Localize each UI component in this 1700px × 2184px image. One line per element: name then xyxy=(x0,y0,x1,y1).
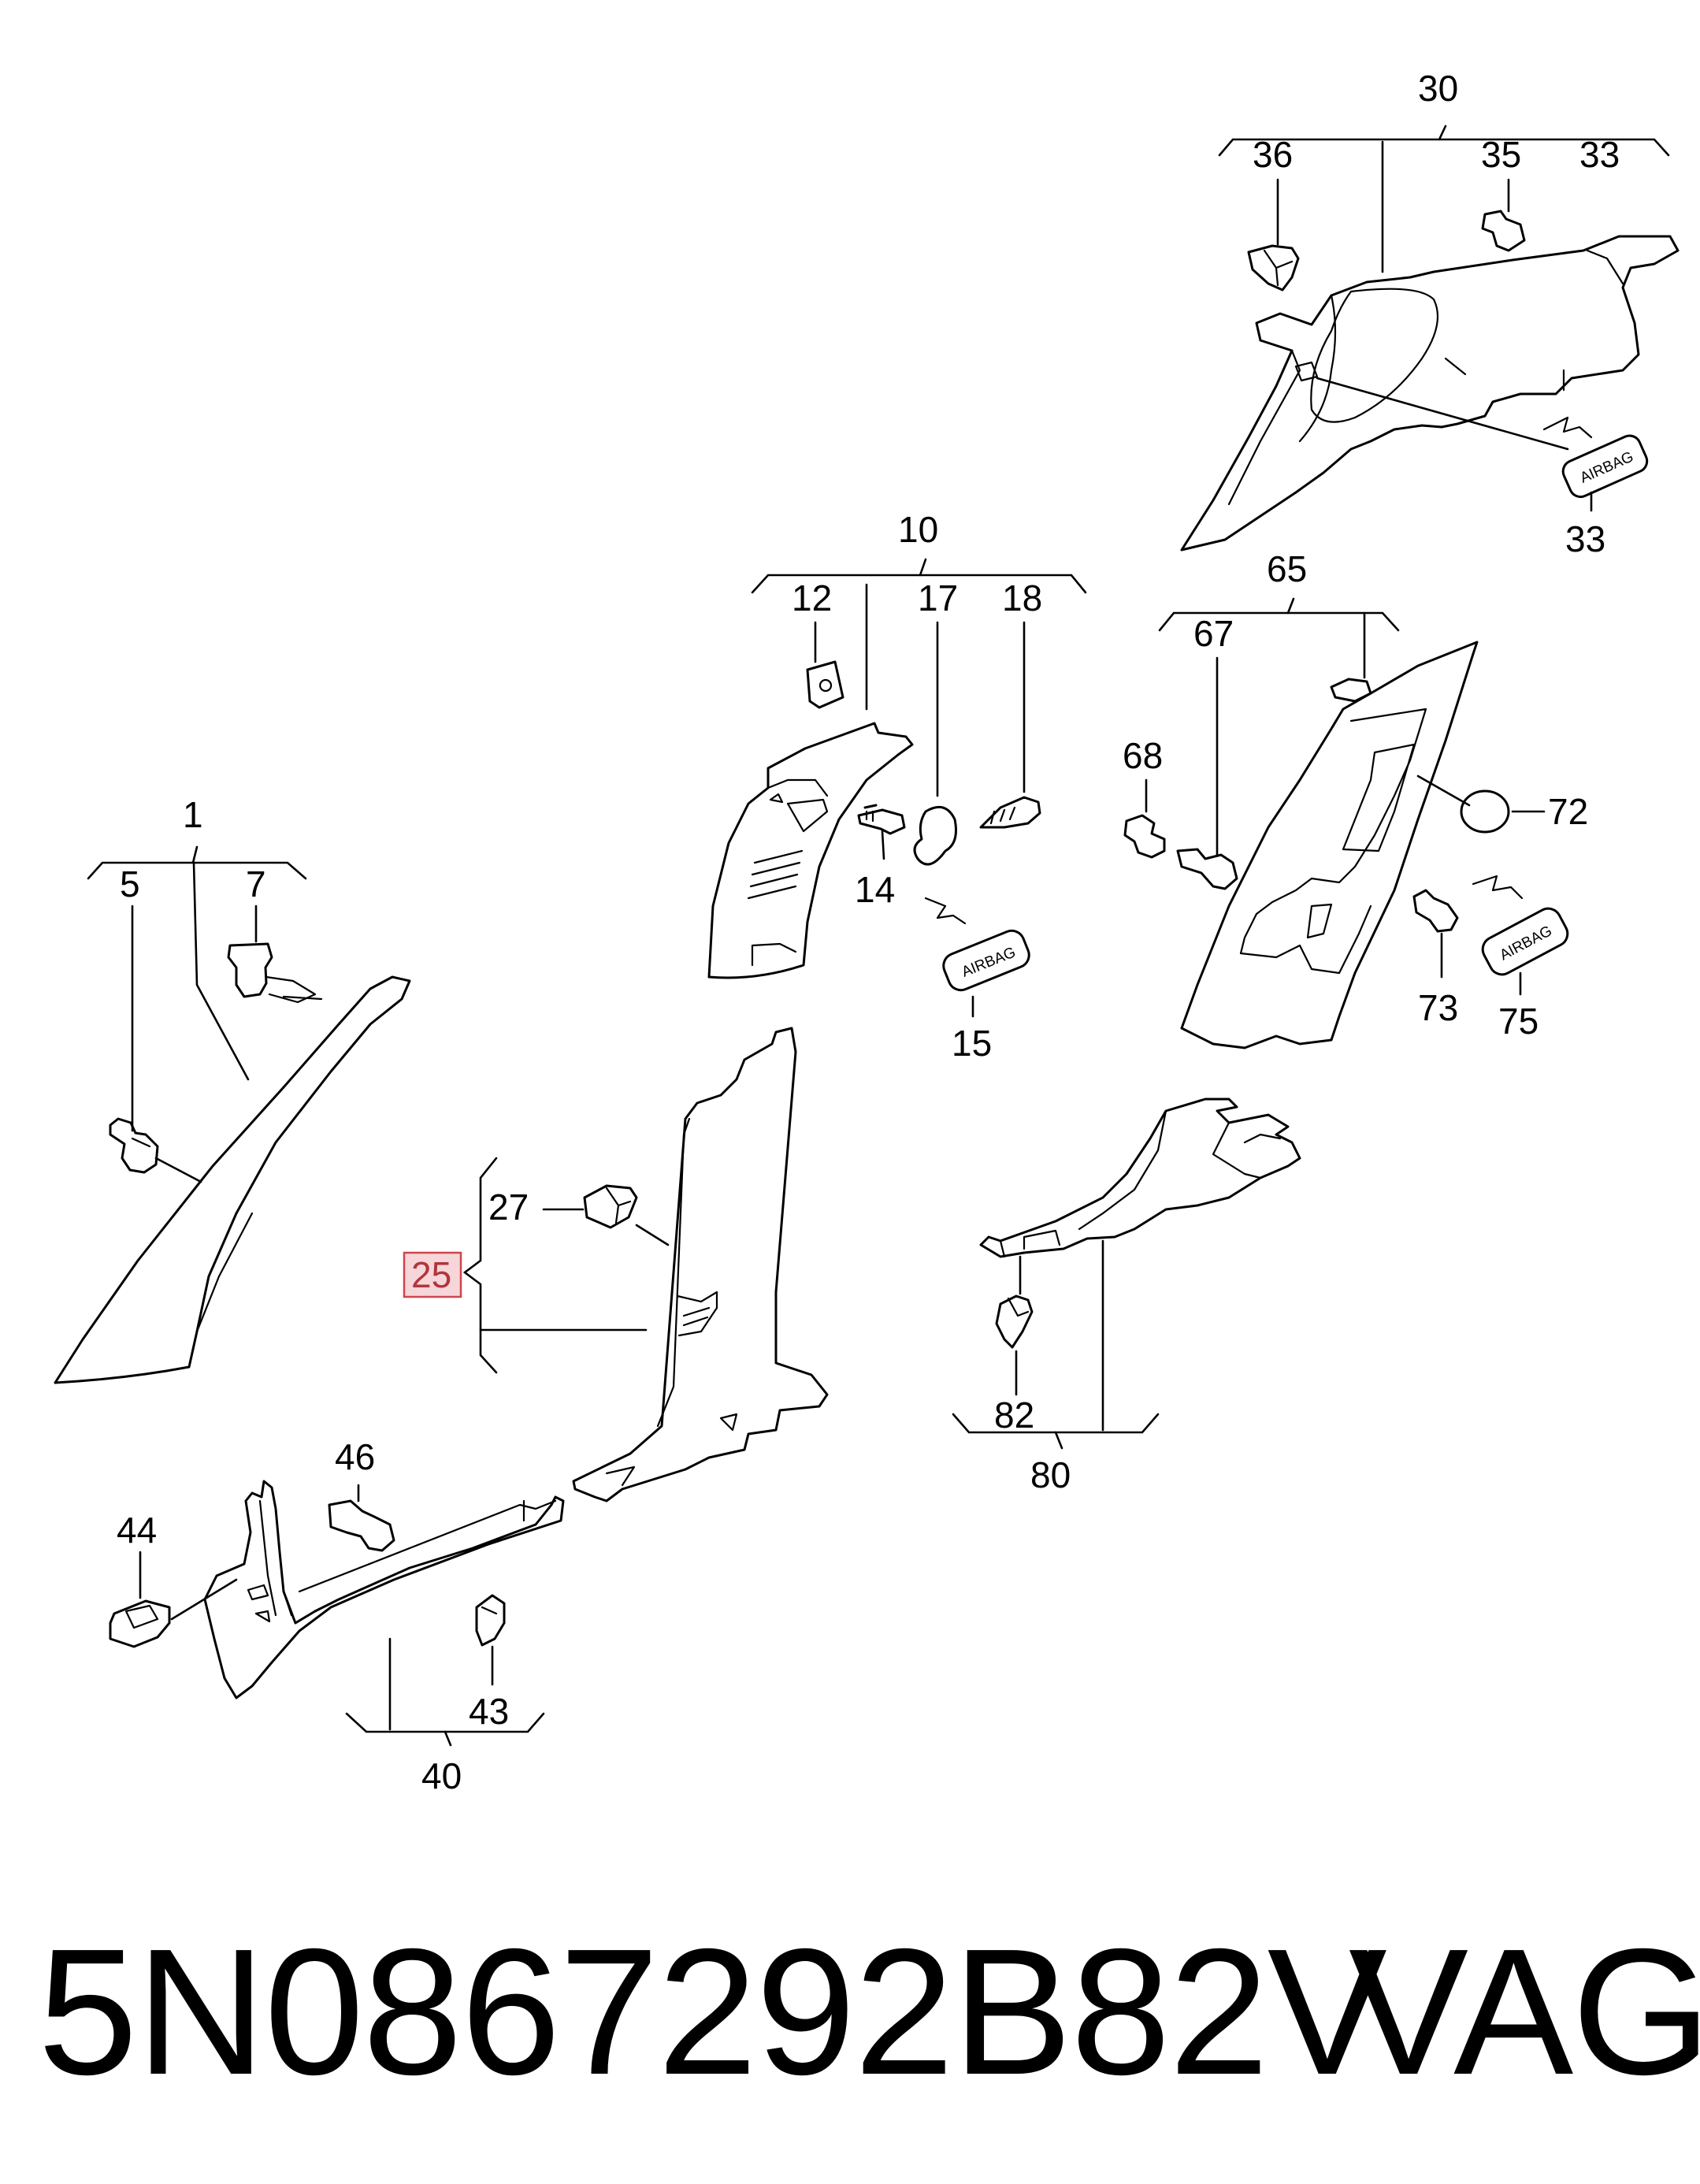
group-40-front-sill: 44 46 43 40 xyxy=(109,1436,565,1796)
bracket-30 xyxy=(1218,138,1670,157)
rear-sill-trim[interactable] xyxy=(979,1098,1301,1258)
callout-35[interactable]: 35 xyxy=(1481,134,1521,175)
group-30-c-pillar: 30 36 35 33 AIRBAG 33 xyxy=(1180,68,1680,559)
callout-33-lower[interactable]: 33 xyxy=(1565,518,1605,559)
clip-36[interactable] xyxy=(1247,244,1300,292)
callout-30[interactable]: 30 xyxy=(1418,68,1458,109)
screw-14[interactable] xyxy=(857,804,906,835)
clip-5[interactable] xyxy=(109,1117,159,1174)
callout-67[interactable]: 67 xyxy=(1193,613,1234,654)
callout-25-highlight xyxy=(403,1251,462,1298)
cap-72[interactable] xyxy=(1460,789,1510,834)
callout-14[interactable]: 14 xyxy=(855,869,895,910)
clip-44[interactable] xyxy=(109,1599,171,1648)
clip-43[interactable] xyxy=(475,1594,506,1647)
callout-75[interactable]: 75 xyxy=(1498,1001,1539,1042)
screw-73[interactable] xyxy=(1412,889,1459,933)
cap-17[interactable] xyxy=(913,805,957,866)
bracket-1 xyxy=(87,861,307,880)
callout-25[interactable]: 25 xyxy=(411,1254,451,1295)
bracket-65 xyxy=(1158,611,1400,632)
callout-18[interactable]: 18 xyxy=(1002,578,1042,618)
callout-5[interactable]: 5 xyxy=(120,864,140,904)
callout-17[interactable]: 17 xyxy=(918,578,958,618)
lower-b-pillar-trim[interactable] xyxy=(572,1027,829,1502)
callout-27[interactable]: 27 xyxy=(488,1187,529,1228)
callout-10[interactable]: 10 xyxy=(898,509,938,550)
clip-82[interactable] xyxy=(995,1294,1034,1349)
callout-73[interactable]: 73 xyxy=(1418,987,1458,1028)
callout-44[interactable]: 44 xyxy=(117,1510,157,1551)
clip-68[interactable] xyxy=(1123,814,1166,859)
callout-82[interactable]: 82 xyxy=(994,1395,1034,1436)
front-sill-trim[interactable] xyxy=(203,1480,565,1699)
callout-68[interactable]: 68 xyxy=(1123,735,1163,776)
callout-1[interactable]: 1 xyxy=(183,794,203,835)
clip-7[interactable] xyxy=(227,942,323,1004)
footer: 5N0867292B82V VAG xyxy=(0,1844,1700,2102)
rear-pillar-trim[interactable] xyxy=(1180,641,1479,1049)
upper-b-pillar-trim[interactable] xyxy=(707,722,914,979)
callout-33[interactable]: 33 xyxy=(1579,134,1620,175)
bracket-80 xyxy=(952,1413,1160,1434)
brand-name: VAG xyxy=(1349,1912,1700,2112)
airbag-badge-75[interactable]: AIRBAG xyxy=(1472,875,1572,979)
c-pillar-trim[interactable] xyxy=(1180,235,1680,552)
bracket-25 xyxy=(462,1157,498,1374)
bracket-40 xyxy=(345,1712,545,1733)
callout-7[interactable]: 7 xyxy=(246,864,266,904)
airbag-badge-33[interactable]: AIRBAG xyxy=(1542,416,1650,500)
a-pillar-trim[interactable] xyxy=(54,975,411,1384)
callout-12[interactable]: 12 xyxy=(792,578,832,618)
callout-36[interactable]: 36 xyxy=(1253,134,1293,175)
callout-40[interactable]: 40 xyxy=(421,1755,462,1796)
screw-18[interactable] xyxy=(979,796,1041,829)
part-number: 5N0867292B82V xyxy=(38,1912,1387,2112)
airbag-label-15: AIRBAG xyxy=(959,944,1018,980)
stud-67[interactable] xyxy=(1176,848,1238,890)
clip-35[interactable] xyxy=(1481,210,1526,252)
clip-46[interactable] xyxy=(328,1499,395,1552)
group-10-upper-b-pillar: 10 12 17 18 14 xyxy=(707,509,1087,1064)
group-65-rear-pillar: 65 67 68 72 73 xyxy=(1123,548,1588,1049)
group-25-lower-b-pillar: 25 27 xyxy=(403,1027,829,1502)
callout-80[interactable]: 80 xyxy=(1030,1454,1071,1495)
callout-46[interactable]: 46 xyxy=(335,1436,375,1477)
group-80-rear-sill: 82 80 xyxy=(952,1098,1301,1495)
callout-72[interactable]: 72 xyxy=(1548,791,1588,832)
clip-27[interactable] xyxy=(583,1184,638,1229)
airbag-badge-15[interactable]: AIRBAG xyxy=(924,897,1033,994)
group-1-a-pillar: 1 5 7 xyxy=(54,794,411,1384)
clip-12[interactable] xyxy=(806,660,844,709)
callout-15[interactable]: 15 xyxy=(952,1023,992,1064)
callout-65[interactable]: 65 xyxy=(1267,548,1307,589)
callout-43[interactable]: 43 xyxy=(469,1691,509,1732)
